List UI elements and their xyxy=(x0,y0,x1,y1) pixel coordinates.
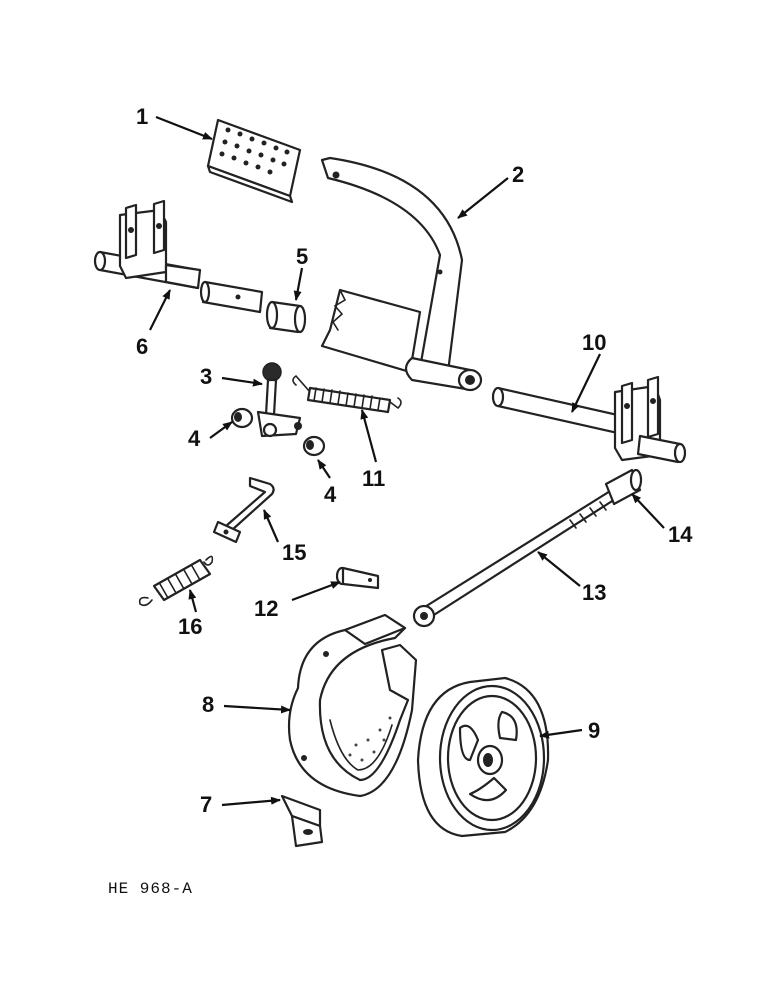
leader-lines xyxy=(149,115,665,807)
adjusting-nut xyxy=(604,468,643,506)
callout-16: 16 xyxy=(178,614,202,639)
bushing-a xyxy=(230,407,254,429)
callout-2: 2 xyxy=(512,162,524,187)
callout-14: 14 xyxy=(668,522,693,547)
pedal-arm xyxy=(320,156,483,392)
bushing-b xyxy=(302,435,326,457)
brake-drum xyxy=(416,676,550,838)
clevis-pin xyxy=(335,566,380,590)
return-spring xyxy=(292,374,402,414)
callout-8: 8 xyxy=(202,692,214,717)
callout-15: 15 xyxy=(282,540,306,565)
bellcrank-lever xyxy=(256,362,302,438)
figure-id: HE 968-A xyxy=(108,880,193,898)
left-cross-shaft xyxy=(93,199,202,290)
pedal-pad xyxy=(206,118,302,204)
callout-13: 13 xyxy=(582,580,606,605)
callout-1: 1 xyxy=(136,104,148,129)
tension-spring xyxy=(138,555,214,607)
callout-6: 6 xyxy=(136,334,148,359)
callout-4a: 4 xyxy=(188,426,201,451)
callout-10: 10 xyxy=(582,330,606,355)
band-bracket xyxy=(280,794,324,848)
callout-7: 7 xyxy=(200,792,212,817)
adjusting-rod xyxy=(412,486,622,628)
callout-12: 12 xyxy=(254,596,278,621)
callout-3: 3 xyxy=(200,364,212,389)
rod-hook xyxy=(212,476,275,544)
shaft-and-bushing xyxy=(199,280,307,334)
callout-4b: 4 xyxy=(324,482,337,507)
right-cross-shaft xyxy=(491,375,687,464)
callout-11: 11 xyxy=(362,466,385,491)
callout-9: 9 xyxy=(588,718,600,743)
brake-band xyxy=(287,613,418,798)
callout-5: 5 xyxy=(296,244,308,269)
